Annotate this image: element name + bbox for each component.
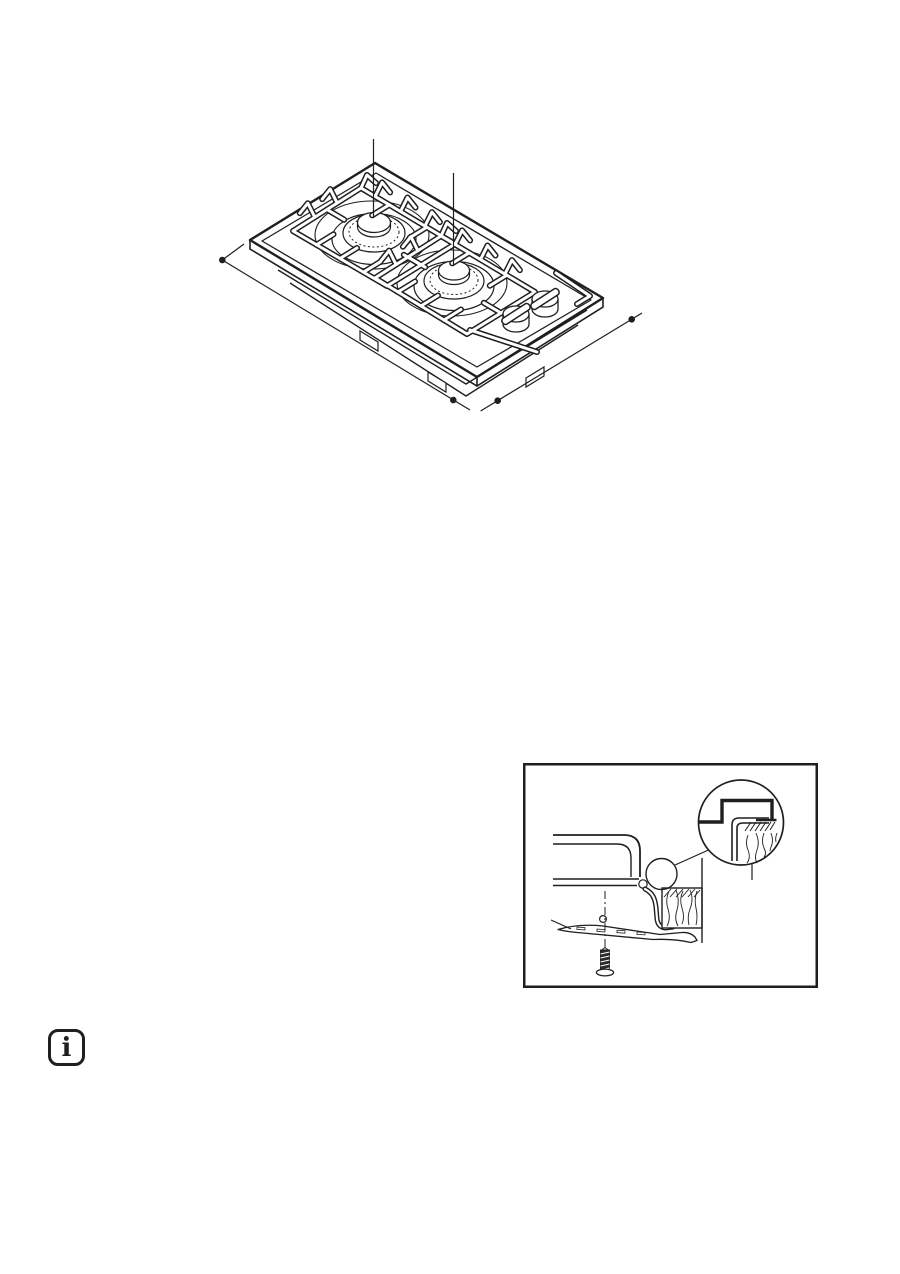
info-icon-glyph: i [61,1032,72,1063]
fixing-bracket [550,915,698,944]
detail-small-circle [645,857,678,891]
control-knob-right [530,287,560,318]
magnified-seal [731,817,769,861]
hob-isometric-figure [219,139,643,412]
detail-connector-line [674,849,709,866]
detail-box-border [523,763,818,988]
worktop-wood [661,858,703,943]
dimension-line-depth [219,243,471,411]
magnifier-circle [697,779,785,866]
magnified-wood [744,818,778,864]
installation-detail-figure [523,763,818,988]
info-icon: i [48,1029,85,1066]
hob-base [249,240,604,397]
hob-edge-cross-section [553,834,648,889]
fixing-screw [595,946,615,977]
magnified-edge-profile [698,798,774,824]
dimension-line-width [480,312,643,412]
control-knob-left [501,302,531,333]
